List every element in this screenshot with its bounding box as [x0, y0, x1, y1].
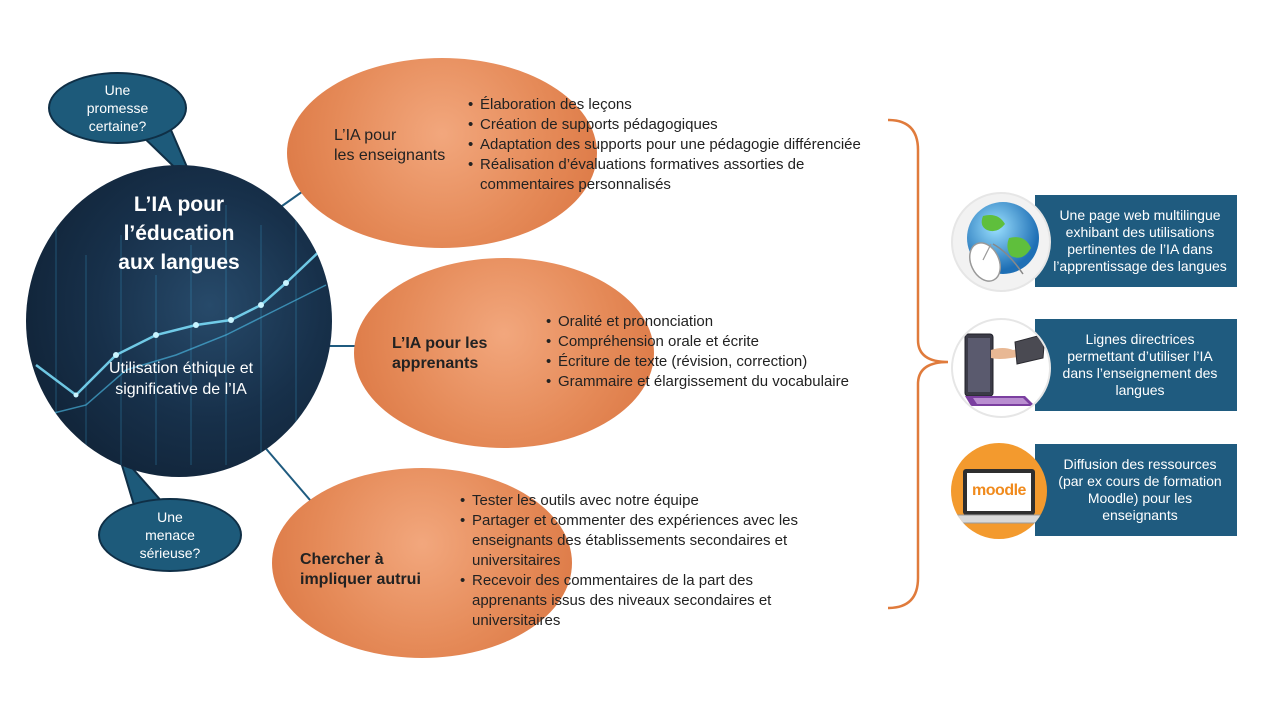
list-item: Réalisation d’évaluations formatives ass…	[468, 155, 870, 195]
bubble-threat: Une menace sérieuse?	[98, 498, 242, 572]
globe-mouse-icon	[951, 192, 1051, 292]
list-item: Élaboration des leçons	[468, 95, 935, 115]
output-guidelines-text: Lignes directrices permettant d’utiliser…	[1062, 331, 1218, 398]
list-item: Grammaire et élargissement du vocabulair…	[546, 372, 918, 392]
bubble-promise: Une promesse certaine?	[48, 72, 187, 144]
central-subtitle-line: Utilisation éthique et	[108, 360, 254, 377]
bubble-threat-line: Une	[157, 509, 183, 525]
list-item: Création de supports pédagogiques	[468, 115, 935, 135]
bubble-threat-line: sérieuse?	[139, 545, 201, 561]
output-webpage-text: Une page web multilingue exhibant des ut…	[1053, 207, 1227, 274]
oval-learners-label-line: L’IA pour les	[392, 335, 488, 352]
hand-laptop-icon	[951, 318, 1051, 418]
central-title-line: aux langues	[118, 251, 240, 274]
list-item: Compréhension orale et écrite	[546, 332, 918, 352]
output-moodle-text: Diffusion des ressources (par ex cours d…	[1058, 456, 1222, 523]
list-item: Recevoir des commentaires de la part des…	[460, 571, 822, 631]
moodle-logo-text: moodle	[972, 482, 1026, 499]
learners-bullet-list: Oralité et prononciation Compréhension o…	[545, 312, 918, 392]
bubble-promise-line: promesse	[86, 100, 149, 116]
central-title-line: l’éducation	[123, 222, 235, 245]
oval-teachers-label: L’IA pour les enseignants	[334, 126, 445, 166]
central-title-line: L’IA pour	[133, 193, 225, 216]
bubble-bottom-group: Une menace sérieuse?	[96, 440, 246, 572]
oval-learners-label: L’IA pour les apprenants	[392, 334, 487, 374]
bubble-top-group: Une promesse certaine?	[46, 70, 196, 200]
list-item: Adaptation des supports pour une pédagog…	[468, 135, 935, 155]
moodle-laptop-icon: moodle	[951, 443, 1047, 539]
list-item: Oralité et prononciation	[546, 312, 918, 332]
bubble-promise-line: certaine?	[88, 118, 147, 134]
central-subtitle: Utilisation éthique et significative de …	[66, 358, 296, 400]
data-graph-decoration	[35, 195, 327, 465]
oval-others-label: Chercher à impliquer autrui	[300, 550, 421, 590]
others-bullet-list: Tester les outils avec notre équipe Part…	[459, 491, 862, 631]
list-item: Écriture de texte (révision, correction)	[546, 352, 918, 372]
oval-others-label-line: Chercher à	[300, 551, 384, 568]
central-circle: L’IA pour l’éducation aux langues Utilis…	[26, 165, 332, 477]
oval-learners-label-line: apprenants	[392, 355, 479, 372]
bubble-threat-line: menace	[145, 527, 195, 543]
output-box-moodle: Diffusion des ressources (par ex cours d…	[1035, 444, 1237, 536]
central-subtitle-line: significative de l’IA	[115, 381, 247, 398]
output-box-guidelines: Lignes directrices permettant d’utiliser…	[1035, 319, 1237, 411]
oval-teachers-label-line: les enseignants	[334, 147, 446, 164]
teachers-bullet-list: Élaboration des leçons Création de suppo…	[467, 95, 935, 195]
list-item: Tester les outils avec notre équipe	[460, 491, 862, 511]
list-item: Partager et commenter des expériences av…	[460, 511, 852, 571]
oval-others-label-line: impliquer autrui	[300, 571, 421, 588]
output-box-webpage: Une page web multilingue exhibant des ut…	[1035, 195, 1237, 287]
oval-teachers-label-line: L’IA pour	[334, 127, 397, 144]
bubble-promise-line: Une	[104, 82, 131, 98]
central-title: L’IA pour l’éducation aux langues	[26, 190, 332, 277]
